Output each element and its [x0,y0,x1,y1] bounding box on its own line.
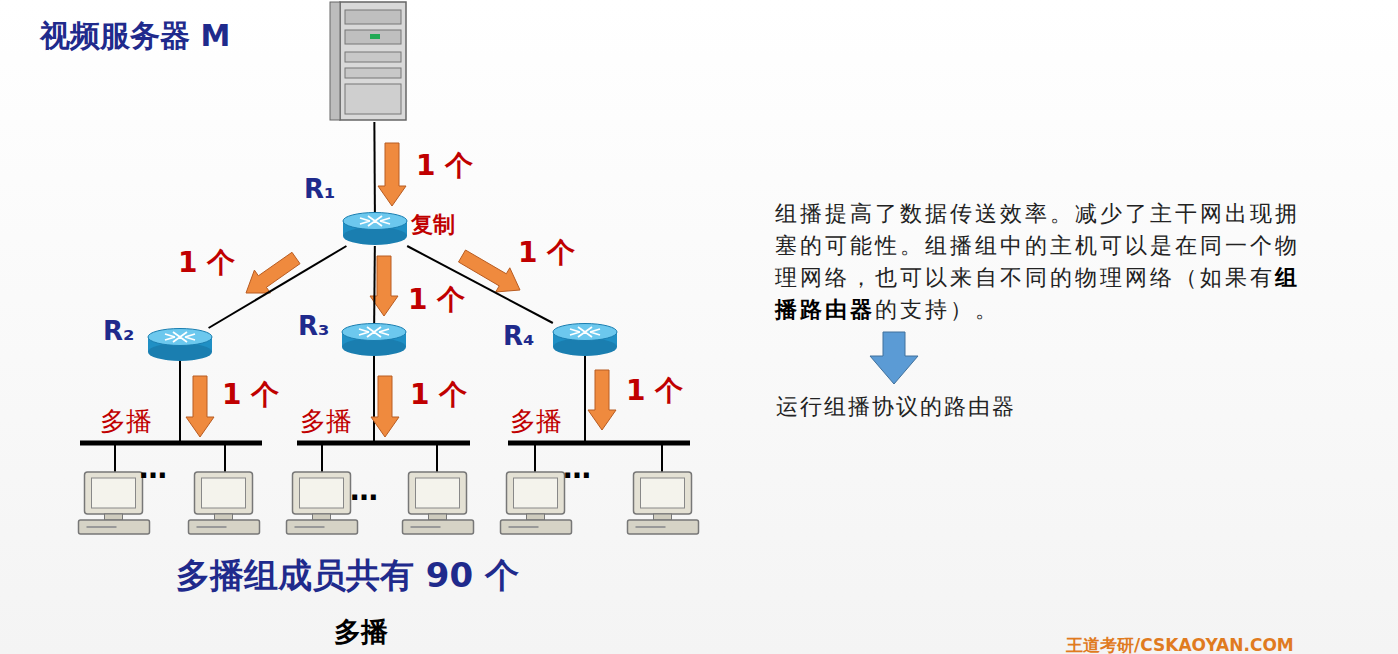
router-icon [147,328,213,362]
router: R₁ [342,212,408,246]
router-icon [342,212,408,246]
count-label: 1 个 [408,281,465,319]
flow-arrow [588,370,616,430]
link-line [373,122,376,212]
watermark: 王道考研/CSKAOYAN.COM [1066,634,1294,654]
ellipsis: … [350,474,378,507]
router-label: R₃ [298,311,329,341]
router-icon [552,323,618,357]
flow-arrow [186,376,214,437]
count-label: 1 个 [222,376,279,414]
flow-arrow [378,143,406,206]
router-drop [180,354,585,443]
flow-arrows [186,143,616,437]
router-label: R₁ [304,174,335,204]
note-paragraph: 组播提高了数据传送效率。减少了主干网出现拥塞的可能性。组播组中的主机可以是在同一… [775,198,1320,326]
note-text: 的支持）。 [875,297,1000,322]
router: R₂ [147,328,213,362]
link-line [373,246,376,323]
member-count: 多播组成员共有 90 个 [176,553,519,599]
server-title: 视频服务器 M [40,16,230,57]
router-label: R₂ [103,316,134,346]
multicast-label: 多播 [100,404,152,439]
flow-arrow [371,376,399,437]
video-server: 视频服务器 M [336,2,412,122]
count-label: 1 个 [626,372,683,410]
router-icon [341,323,407,357]
count-label: 1 个 [178,244,235,282]
ellipsis: … [139,452,167,485]
flow-arrow [459,250,521,292]
router: R₃ [341,323,407,357]
flow-arrow [246,252,300,293]
lan-bus [80,441,690,446]
multicast-label: 多播 [300,404,352,439]
count-label: 1 个 [416,147,473,185]
router-label: R₄ [503,321,534,351]
server-tower [330,2,406,120]
multicast-label: 多播 [510,404,562,439]
ellipsis: … [563,452,591,485]
copy-label: 复制 [411,210,455,240]
result-label: 运行组播协议的路由器 [776,392,1016,422]
count-label: 1 个 [518,234,575,272]
caption-label: 多播 [334,614,388,650]
router: R₄ [552,323,618,357]
host-computer [79,472,699,534]
note-text: 组播提高了数据传送效率。减少了主干网出现拥塞的可能性。组播组中的主机可以是在同一… [775,201,1300,290]
count-label: 1 个 [410,376,467,414]
down-arrow [870,332,918,384]
